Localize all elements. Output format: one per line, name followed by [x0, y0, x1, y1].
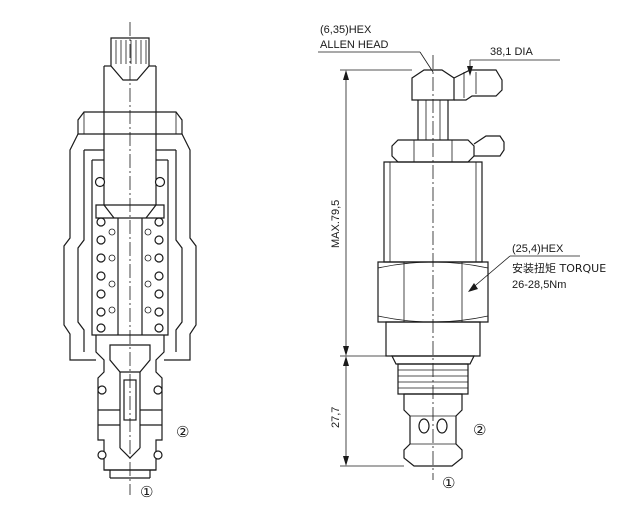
o-ring — [94, 176, 106, 188]
thread — [397, 363, 469, 395]
spring-left — [96, 217, 106, 333]
port-1-label: ① — [442, 474, 455, 492]
lower-length-label: 27,7 — [330, 407, 342, 428]
side-port-hole — [418, 418, 430, 434]
o-ring — [97, 385, 107, 395]
dia-label: 38,1 DIA — [490, 46, 533, 58]
handle-arm-bottom — [473, 135, 505, 157]
side-port-hole — [436, 418, 448, 434]
port-1-label: ① — [140, 483, 153, 501]
o-ring — [97, 450, 107, 460]
o-ring — [154, 176, 166, 188]
o-ring — [153, 385, 163, 395]
max-length-label: MAX.79,5 — [330, 200, 342, 248]
spring-inner — [108, 228, 152, 314]
cartridge-nose — [403, 393, 463, 467]
body-right-outline — [164, 133, 197, 361]
allen-head-label: ALLEN HEAD — [320, 39, 389, 51]
hex-size-label: (25,4)HEX — [512, 243, 564, 255]
torque-label: 安装扭矩 TORQUE — [512, 261, 606, 275]
spring-seat — [95, 204, 165, 219]
dimension-max — [340, 69, 412, 357]
body-left-outline — [63, 133, 96, 361]
dimension-lower — [340, 356, 404, 467]
handle-arm-top — [453, 69, 503, 101]
cartridge-collar — [385, 321, 481, 357]
port-2-label: ② — [176, 423, 189, 441]
hex-body — [377, 261, 489, 323]
spring-right — [154, 217, 164, 333]
torque-value-label: 26-28,5Nm — [512, 279, 566, 291]
pilot-pin — [123, 379, 137, 421]
allen-hex-label: (6,35)HEX — [320, 24, 372, 36]
port-2-label: ② — [473, 421, 486, 439]
external-view: MAX.79,5 27,7 38,1 DIA (6,35)HEX ALLEN H… — [318, 24, 606, 492]
o-ring — [153, 450, 163, 460]
spring-chamber — [91, 160, 169, 336]
sectional-view: ② ① — [63, 22, 197, 501]
